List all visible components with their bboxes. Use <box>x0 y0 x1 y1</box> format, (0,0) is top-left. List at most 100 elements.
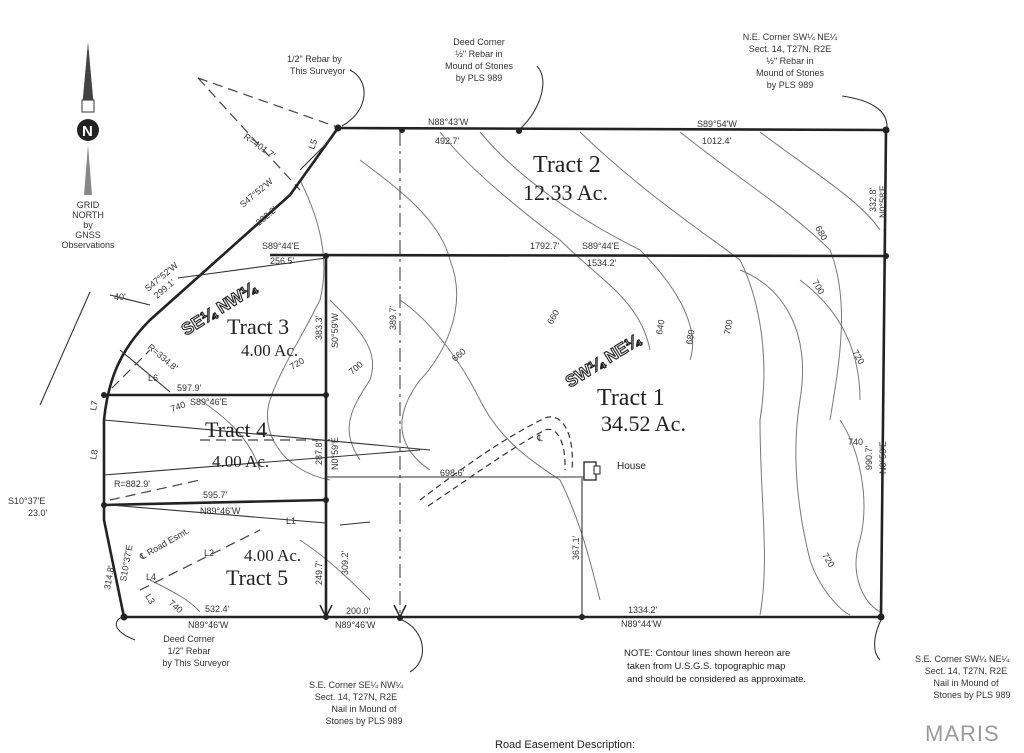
callout-deed-corner-top: Deed Corner ½" Rebar in Mound of Stones … <box>445 37 514 83</box>
line-label-l7: L7 <box>88 400 100 412</box>
contour-label: 680 <box>813 224 829 242</box>
distance-label: 314.8' <box>102 564 116 590</box>
callout-line: ½" Rebar in <box>766 56 813 66</box>
bearing-labels: N88°43'W 492.7' S89°54'W 1012.4' 332.8' … <box>8 117 888 630</box>
bearing-label: S47°52'W <box>238 176 275 210</box>
contour-label: 700 <box>722 319 734 336</box>
bearing-label: N89°46'W <box>188 620 229 630</box>
house-label: House <box>617 461 646 472</box>
bearing-label: N88°43'W <box>428 117 469 127</box>
centerline-symbol: ℄ <box>536 433 543 443</box>
callout-line: by PLS 989 <box>767 80 814 90</box>
contour-label: 660 <box>545 308 561 326</box>
radius-label: R=334.8' <box>146 342 180 373</box>
road-easement-lines <box>109 77 341 591</box>
callout-se-corner-right: S.E. Corner SW¼ NE¼ Sect. 14, T27N, R2E … <box>915 654 1011 700</box>
callout-leaders <box>115 65 888 673</box>
callout-deed-corner-bottom: Deed Corner 1/2" Rebar by This Surveyor <box>162 634 229 668</box>
callout-line: 1/2" Rebar <box>168 646 211 656</box>
monument-symbols <box>319 604 407 619</box>
bearing-label: S10°37'E <box>118 544 134 583</box>
bearing-label: S89°44'E <box>262 241 299 251</box>
bearing-label: S10°37'E <box>8 496 45 506</box>
distance-label: 595.7' <box>203 490 228 500</box>
callout-line: Nail in Mound of <box>933 678 999 688</box>
north-arrow: N GRID NORTH by GNSS Observations <box>61 42 115 250</box>
callout-line: Deed Corner <box>453 37 505 47</box>
north-note-line: GNSS <box>75 230 101 240</box>
distance-label: 698.6' <box>440 468 465 478</box>
road-easement-label: ℄ Road Esmt. <box>137 525 191 562</box>
tract-2-name: Tract 2 <box>533 152 601 178</box>
line-label-l6: L6 <box>148 373 158 383</box>
distance-label: 597.9' <box>177 383 202 393</box>
road-width-label: 40' <box>114 292 126 302</box>
callout-line: Sect. 14, T27N, R2E <box>749 44 831 54</box>
distance-label: 1334.2' <box>628 605 658 615</box>
radius-label: R=882.9' <box>114 479 150 489</box>
contour-labels: 680 700 720 660 640 660 680 700 720 740 … <box>167 224 867 615</box>
distance-label: 532.4' <box>205 604 230 614</box>
tract-5-area: 4.00 Ac. <box>244 546 301 565</box>
distance-label: 389.7' <box>388 305 398 330</box>
distance-label: 332.8' <box>868 187 878 212</box>
distance-label: 309.2' <box>340 550 350 575</box>
callout-line: S.E. Corner SW¼ NE¼ <box>915 654 1010 664</box>
bearing-label: N0°58'E <box>878 185 888 218</box>
quarter-label-east: SW¼ NE¼ <box>562 330 645 392</box>
contour-label: 740 <box>167 598 185 615</box>
bearing-label: S89°54'W <box>697 119 737 129</box>
north-arrow-letter: N <box>82 123 93 140</box>
distance-label: 256.5' <box>270 256 295 266</box>
contour-label: 640 <box>654 319 666 336</box>
contour-label: 680 <box>684 329 696 346</box>
callout-line: Sect. 14, T27N, R2E <box>925 666 1007 676</box>
road-easement-description-title: Road Easement Description: <box>495 739 635 751</box>
line-label-l3: L3 <box>143 592 157 606</box>
contour-lines <box>149 131 881 616</box>
callout-line: ½" Rebar in <box>455 49 502 59</box>
note-line: NOTE: Contour lines shown hereon are <box>624 648 790 659</box>
thin-lines <box>39 139 588 617</box>
tract-3-area: 4.00 Ac. <box>241 341 298 360</box>
distance-label: 367.1' <box>571 535 581 560</box>
tract-1-area: 34.52 Ac. <box>601 411 686 436</box>
tract-4-area: 4.00 Ac. <box>212 452 269 471</box>
distance-label: 1792.7' <box>530 241 560 251</box>
callout-rebar-top: 1/2" Rebar by This Surveyor <box>287 54 346 76</box>
line-label-l5: L5 <box>306 138 319 151</box>
note-line: taken from U.S.G.S. topographic map <box>627 661 785 672</box>
callout-line: Mound of Stones <box>445 61 514 71</box>
bearing-label: S89°46'E <box>190 397 227 407</box>
bearing-label: S0°59'W <box>330 313 340 348</box>
callout-line: This Surveyor <box>290 66 346 76</box>
north-note-line: NORTH <box>72 210 104 220</box>
contour-label: 740 <box>169 399 187 414</box>
tract-5-name: Tract 5 <box>226 565 288 590</box>
bearing-label: N89°46'W <box>335 620 376 630</box>
bearing-label: N0°58'E <box>878 441 888 474</box>
contour-label: 740 <box>848 437 863 447</box>
distance-label: 1534.2' <box>587 258 617 268</box>
callout-line: Sect. 14, T27N, R2E <box>315 692 397 702</box>
north-note-line: GRID <box>77 200 100 210</box>
north-note-line: by <box>83 220 93 230</box>
contour-label: 700 <box>810 278 826 296</box>
tract-2-area: 12.33 Ac. <box>523 180 608 205</box>
tract-3-name: Tract 3 <box>227 314 289 339</box>
callout-line: Mound of Stones <box>756 68 825 78</box>
distance-label: 383.3' <box>314 315 324 340</box>
line-label-l1: L1 <box>286 516 296 526</box>
contour-note: NOTE: Contour lines shown hereon are tak… <box>624 648 806 685</box>
distance-label: 990.7' <box>864 445 874 470</box>
tract-boundaries <box>102 126 888 619</box>
line-label-l8: L8 <box>88 449 100 461</box>
bearing-label: S89°44'E <box>582 241 619 251</box>
distance-label: 23.0' <box>28 508 48 518</box>
bearing-label: N89°44'W <box>621 619 662 629</box>
callout-line: Nail in Mound of <box>331 704 397 714</box>
distance-label: 287.8' <box>314 440 324 465</box>
callout-line: Stones by PLS 989 <box>325 716 402 726</box>
callout-ne-corner: N.E. Corner SW¼ NE¼ Sect. 14, T27N, R2E … <box>743 32 838 90</box>
